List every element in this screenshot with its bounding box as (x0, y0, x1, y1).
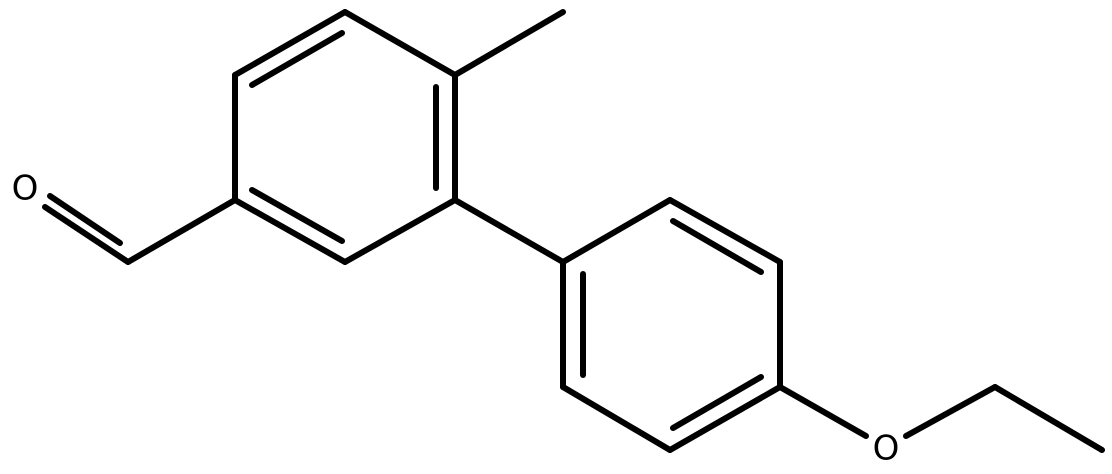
bond-aldehyde-co-inner (47, 193, 123, 246)
bond-a1 (342, 9, 458, 78)
aldehyde-oxygen-label: O (12, 169, 39, 209)
bond-a4-inner (249, 187, 345, 244)
bond-methyl (452, 9, 566, 78)
bond-biaryl (452, 197, 566, 265)
bond-aldehyde-c (125, 197, 238, 265)
bond-b4 (667, 384, 783, 453)
bond-ether-oc (903, 384, 998, 439)
bond-b5 (560, 384, 673, 453)
bond-b1 (560, 197, 673, 265)
bond-ethyl (992, 384, 1105, 453)
bond-b2-inner (670, 218, 764, 275)
ring-a (232, 9, 458, 265)
ether-oxygen-label: O (873, 429, 900, 469)
bond-a6 (232, 9, 348, 78)
bond-a6-inner (249, 30, 345, 88)
bond-a3 (342, 197, 458, 265)
ring-b (560, 197, 783, 453)
bond-aldehyde-co (42, 204, 131, 265)
bond-b2 (667, 197, 783, 265)
bond-a4 (232, 197, 348, 265)
bond-ether-co (777, 384, 869, 439)
bond-b4-inner (670, 374, 764, 431)
